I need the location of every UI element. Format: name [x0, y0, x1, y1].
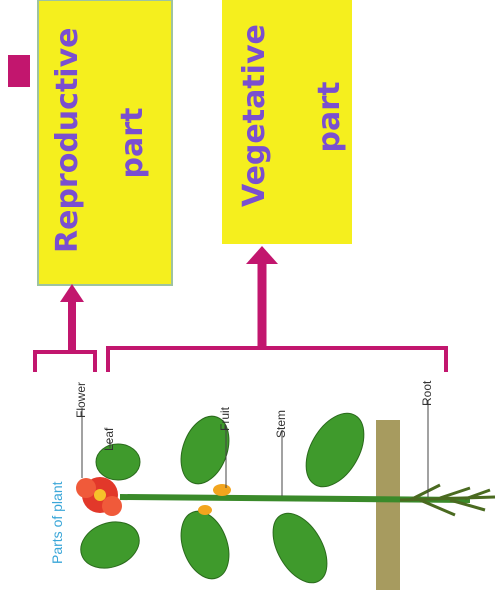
vegetative-label-line2: part: [313, 72, 347, 162]
label-flower: Flower: [74, 368, 90, 418]
label-stem: Stem: [274, 398, 290, 438]
fruit-2: [198, 505, 212, 515]
label-root: Root: [420, 366, 436, 406]
top-left-tab: [8, 55, 30, 87]
soil: [376, 420, 400, 590]
reproductive-label-line2: part: [116, 98, 150, 188]
arrow-head-vegetative: [246, 246, 278, 264]
label-leaf: Leaf: [102, 415, 118, 451]
roots: [400, 485, 495, 515]
flower: [76, 477, 122, 516]
arrow-head-reproductive: [60, 284, 84, 302]
reproductive-label-line1: Reproductive: [51, 33, 85, 253]
vegetative-label-line1: Vegetative: [238, 27, 272, 207]
plant-title: Parts of plant: [49, 464, 67, 564]
label-fruit: Fruit: [218, 391, 234, 431]
fruit: [213, 484, 231, 496]
